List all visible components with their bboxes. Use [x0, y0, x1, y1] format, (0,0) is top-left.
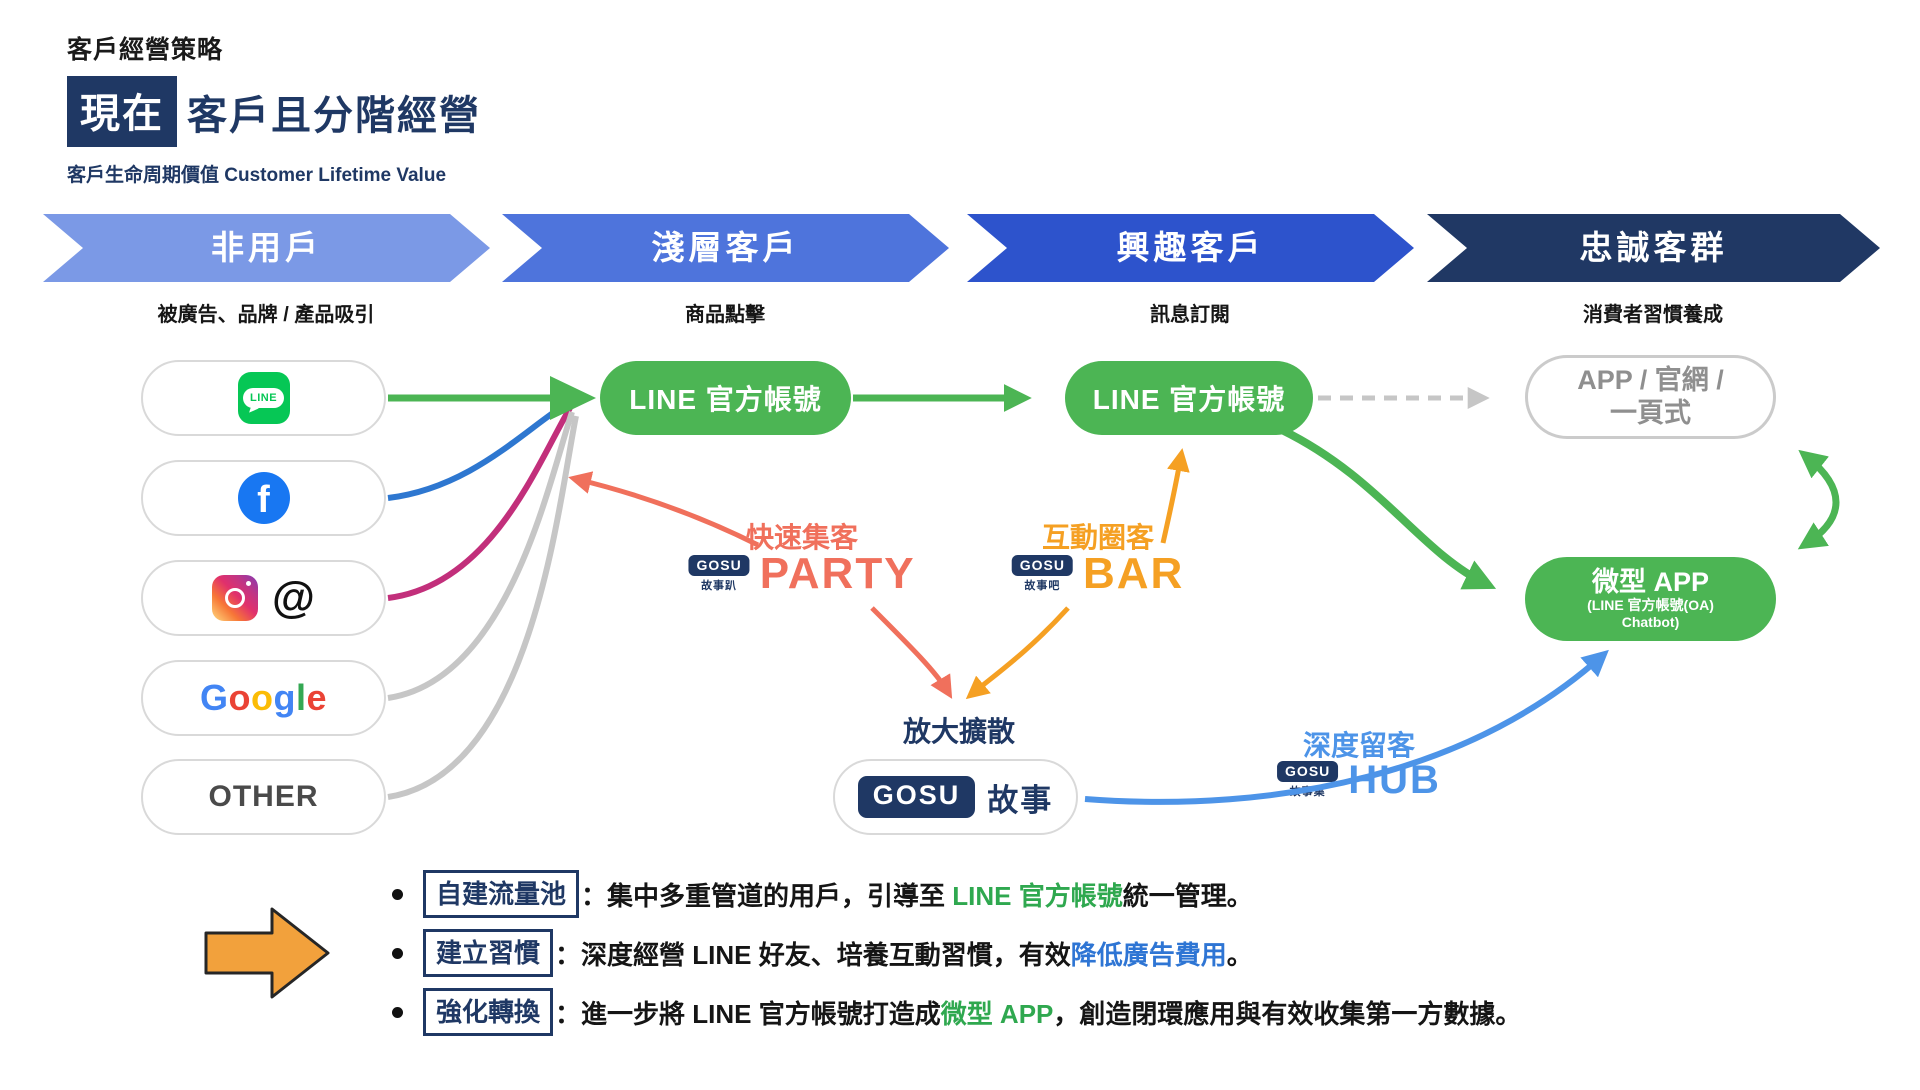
highlight-lower-ad-cost: 降低廣告費用 [1070, 939, 1227, 970]
eyebrow-title: 客戶經營策略 [67, 36, 224, 64]
google-logo: Google [199, 677, 328, 718]
channel-line: LINE [141, 360, 386, 436]
title-text: 客戶且分階經營 [187, 93, 481, 138]
bullet-label: 強化轉換 [423, 988, 554, 1036]
channel-google: Google [141, 660, 386, 736]
gosu-party: GOSU 故事趴 PARTY [688, 552, 915, 596]
arrow-google-to-lineoa1 [387, 411, 575, 701]
funnel-stage-loyal: 忠誠客群 [1427, 214, 1880, 282]
arrow-lineoa2-to-microapp [1280, 426, 1497, 590]
node-label-line2: 一頁式 [1610, 398, 1691, 428]
threads-icon: @ [272, 573, 315, 622]
arrow-instagram-to-lineoa1 [387, 406, 573, 601]
gosu-logo-text: GOSU [1277, 761, 1339, 782]
arrowhead-into-lineoa1 [550, 376, 596, 420]
node-label-line1: APP / 官網 / [1577, 365, 1724, 395]
bullet-dot [392, 947, 403, 959]
funnel-stage-interested: 興趣客戶 [967, 214, 1414, 282]
stage-label: 興趣客戶 [1116, 229, 1265, 266]
hub-product-name: HUB [1348, 758, 1441, 802]
bullet-text: ：深度經營 LINE 好友、培養互動習慣，有效降低廣告費用。 [555, 939, 1253, 970]
stage-caption-2: 商品點擊 [685, 304, 765, 326]
arrow-party-to-channels [568, 471, 760, 548]
stage-label: 非用戶 [211, 229, 322, 266]
bullet-build-habit: 建立習慣 ：深度經營 LINE 好友、培養互動習慣，有效降低廣告費用。 [392, 929, 1253, 977]
bar-product-name: BAR [1082, 549, 1185, 598]
bullet-dot [392, 1006, 403, 1018]
gosu-logo-text: GOSU [688, 555, 750, 576]
arrow-party-to-story [870, 606, 953, 699]
page-title: 現在 客戶且分階經營 [67, 76, 481, 147]
stage-label: 淺層客戶 [651, 229, 800, 266]
bullet-text: ：集中多重管道的用戶，引導至 LINE 官方帳號統一管理。 [581, 880, 1253, 911]
instagram-icon [212, 575, 259, 621]
stage-caption-3: 訊息訂閱 [1150, 304, 1230, 326]
gosu-logo-sub: 故事集 [1289, 786, 1326, 798]
gosu-logo-text: GOSU [1011, 555, 1073, 576]
node-label: LINE 官方帳號 [1092, 384, 1286, 415]
gosu-party-logo-icon: GOSU 故事趴 [688, 555, 750, 593]
node-line-oa-2: LINE 官方帳號 [1065, 361, 1313, 435]
highlight-line-oa: LINE 官方帳號 [952, 880, 1123, 911]
micro-app-sub2: Chatbot) [1621, 614, 1680, 630]
bullet-strengthen-conversion: 強化轉換 ：進一步將 LINE 官方帳號打造成微型 APP，創造閉環應用與有效收… [392, 988, 1522, 1036]
title-highlight-box: 現在 [67, 76, 177, 147]
party-tagline: 快速集客 [745, 522, 859, 553]
bullet-label: 自建流量池 [423, 870, 580, 918]
channel-other: OTHER [141, 759, 386, 835]
bullet-traffic-pool: 自建流量池 ：集中多重管道的用戶，引導至 LINE 官方帳號統一管理。 [392, 870, 1253, 918]
arrow-bar-to-lineoa2 [1160, 448, 1190, 544]
stage-caption-4: 消費者習慣養成 [1583, 304, 1723, 326]
gosu-story-name: 故事 [987, 782, 1054, 818]
instagram-flash-dot [246, 581, 252, 586]
funnel-stage-non-user: 非用戶 [43, 214, 490, 282]
line-logo-text: LINE [242, 388, 285, 408]
instagram-threads-icons: @ [212, 575, 315, 621]
gosu-logo-sub: 故事吧 [1024, 580, 1061, 592]
node-label: LINE 官方帳號 [629, 384, 822, 415]
micro-app-title: 微型 APP [1591, 567, 1710, 597]
line-icon: LINE [237, 372, 290, 424]
story-tagline: 放大擴散 [902, 716, 1016, 747]
bar-tagline: 互動圈客 [1041, 522, 1155, 553]
node-app-website: APP / 官網 / 一頁式 [1525, 355, 1776, 439]
subtitle-clv: 客戶生命周期價值 Customer Lifetime Value [67, 165, 447, 186]
gosu-bar-logo-icon: GOSU 故事吧 [1011, 555, 1073, 593]
gosu-bar: GOSU 故事吧 BAR [1011, 549, 1185, 598]
micro-app-sub1: (LINE 官方帳號(OA) [1587, 597, 1714, 613]
cta-orange-arrow-icon [204, 907, 330, 999]
bullet-dot [392, 888, 403, 900]
arrow-other-to-lineoa1 [387, 415, 579, 800]
gosu-hub: GOSU 故事集 HUB [1277, 760, 1441, 800]
highlight-micro-app: 微型 APP [940, 998, 1054, 1029]
instagram-lens [225, 588, 246, 608]
bullet-text: ：進一步將 LINE 官方帳號打造成微型 APP，創造閉環應用與有效收集第一方數… [555, 998, 1522, 1029]
channel-instagram-threads: @ [141, 560, 386, 636]
other-label: OTHER [208, 780, 319, 813]
node-line-oa-1: LINE 官方帳號 [600, 361, 851, 435]
bullet-label: 建立習慣 [423, 929, 554, 977]
funnel-stage-shallow: 淺層客戶 [502, 214, 949, 282]
stage-label: 忠誠客群 [1579, 229, 1728, 266]
party-product-name: PARTY [759, 549, 916, 598]
arrow-bar-to-story [965, 606, 1070, 700]
gosu-logo-sub: 故事趴 [701, 580, 738, 592]
arrow-app-microapp-two-way [1797, 449, 1840, 550]
facebook-icon: f [237, 472, 290, 524]
gosu-story-pill: GOSU 故事 [833, 759, 1078, 835]
gosu-hub-logo-icon: GOSU 故事集 [1277, 761, 1339, 799]
arrow-facebook-to-lineoa1 [387, 401, 568, 501]
gosu-logo-icon: GOSU [857, 776, 976, 818]
stage-caption-1: 被廣告、品牌 / 產品吸引 [157, 304, 375, 326]
node-micro-app: 微型 APP (LINE 官方帳號(OA) Chatbot) [1525, 557, 1776, 641]
channel-facebook: f [141, 460, 386, 536]
